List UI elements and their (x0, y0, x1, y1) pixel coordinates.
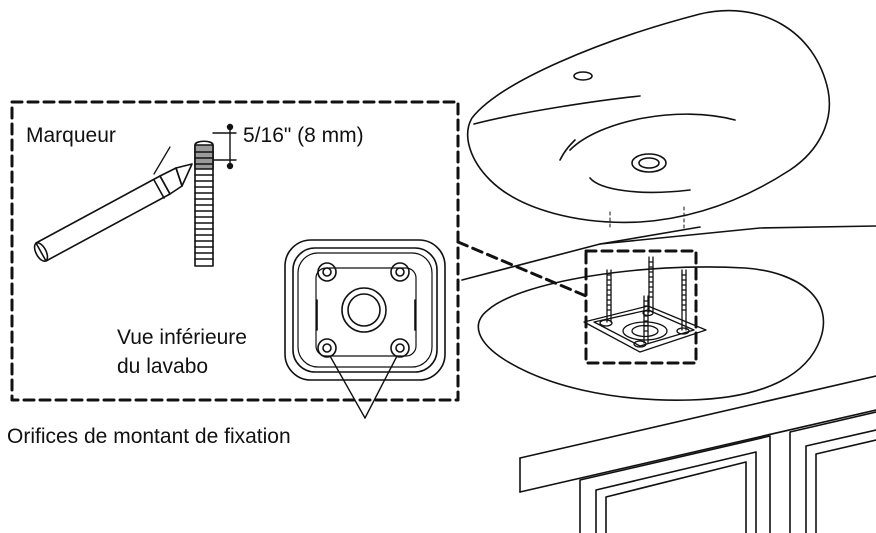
bottom-view-callout-box (10, 100, 460, 402)
mounting-hole-bottom-left (317, 338, 337, 358)
mounting-template (583, 305, 707, 353)
mounting-hole-top-right (390, 262, 410, 282)
bottom-view-label-line1: Vue inférieure (117, 326, 247, 349)
cabinet-door-right (789, 411, 876, 533)
hole-leader-lines (329, 355, 398, 419)
marker-band (194, 144, 214, 170)
dimension-label: 5/16" (8 mm) (243, 124, 364, 147)
marker-pen (33, 146, 193, 262)
mounting-hole-bottom-right (390, 338, 410, 358)
threaded-studs (606, 256, 687, 344)
dimension-marker (212, 123, 237, 170)
drain (631, 153, 667, 173)
detail-callout-box (584, 249, 698, 365)
threaded-stud-marked (194, 140, 214, 267)
overflow-hole (573, 71, 593, 81)
countertop-and-cabinet (461, 225, 876, 533)
mounting-holes-label: Orifices de montant de fixation (7, 425, 291, 448)
bottom-view-label-line2: du lavabo (117, 355, 209, 378)
sink-bottom-view (284, 239, 446, 381)
counter-sink-cutout (477, 266, 825, 401)
marker-label: Marqueur (26, 124, 116, 147)
mounting-hole-top-left (317, 262, 337, 282)
cabinet-door-left (579, 435, 771, 533)
callout-leader (456, 240, 588, 298)
vessel-sink (466, 9, 831, 231)
